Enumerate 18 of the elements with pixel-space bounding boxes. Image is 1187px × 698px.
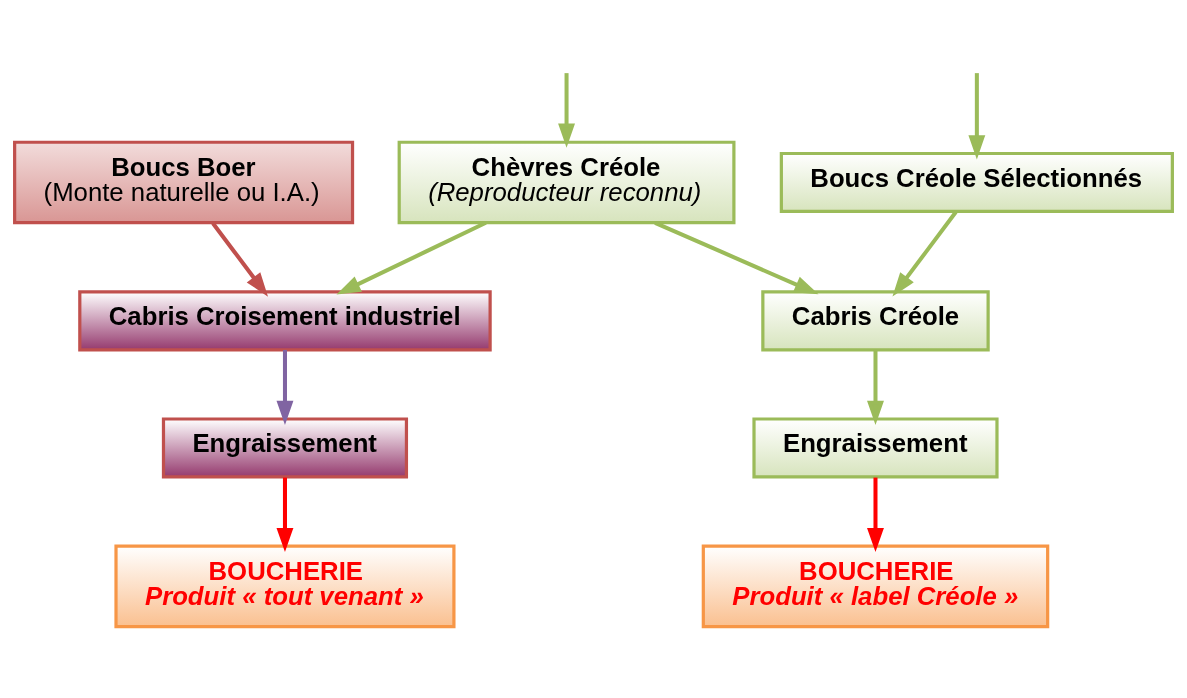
node-box: Cabris Croisement industriel [78, 290, 492, 352]
arrow [867, 477, 884, 553]
node-box: Boucs Boer (Monte naturelle ou I.A.) [13, 140, 355, 225]
node-box: Engraissement [752, 417, 999, 479]
node-box: BOUCHERIE Produit « tout venant » [114, 544, 456, 629]
arrow [867, 349, 884, 425]
arrow [276, 477, 294, 553]
node-box: Boucs Créole Sélectionnés [779, 151, 1174, 214]
arrow [276, 349, 294, 425]
arrow [892, 210, 958, 297]
arrow [336, 221, 487, 295]
node-box: BOUCHERIE Produit « label Créole » [701, 544, 1050, 629]
node-box: Chèvres Créole (Reproducteur reconnu) [397, 140, 736, 225]
arrow [211, 221, 269, 297]
node-box: Cabris Créole [761, 290, 990, 352]
node-box: Engraissement [161, 417, 409, 479]
arrow [558, 73, 575, 148]
arrow [968, 73, 986, 160]
